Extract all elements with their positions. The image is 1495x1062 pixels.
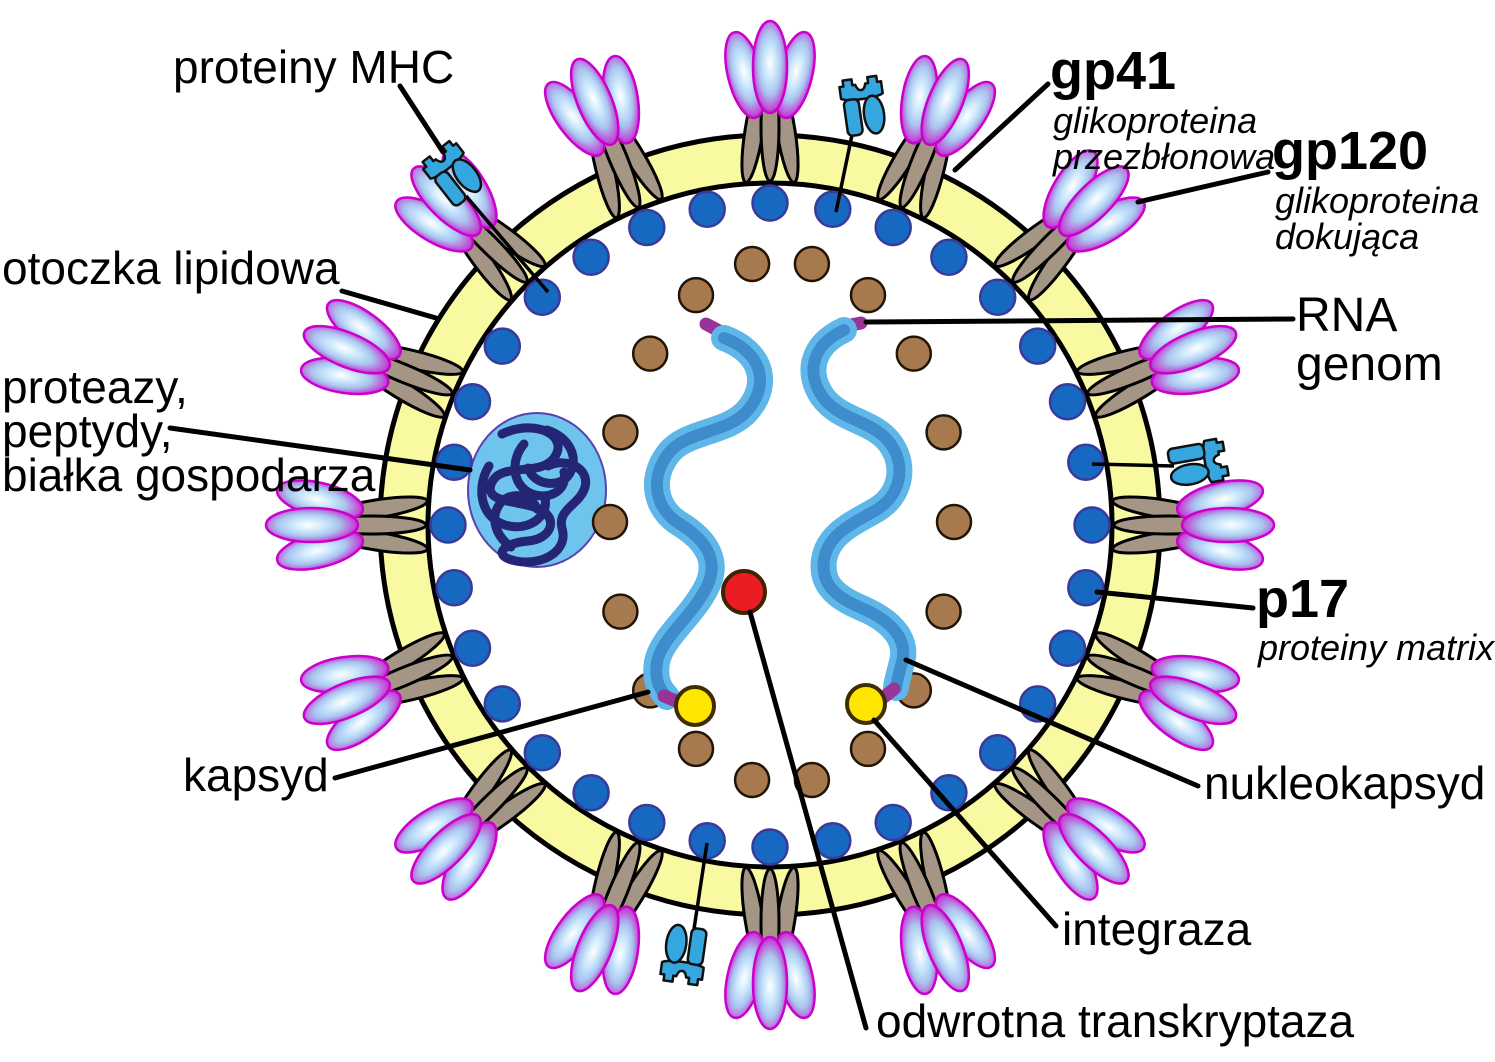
label-matrix-proteins: proteiny matrix — [1258, 627, 1495, 668]
matrix-protein-dot — [435, 443, 473, 481]
matrix-protein-dot — [483, 685, 522, 723]
leader-p17 — [1094, 589, 1256, 611]
mhc-proteins — [418, 74, 1231, 987]
leader-lines — [167, 81, 1296, 1031]
capsid-protein-dot — [631, 335, 669, 372]
label-gp41-sub2: przezbłonowa — [1053, 136, 1276, 177]
matrix-protein-dot — [435, 569, 473, 607]
lipid-envelope — [377, 132, 1163, 918]
leader-host-proteins — [167, 425, 473, 473]
capsid-protein-dot — [591, 503, 629, 541]
leader-envelope — [339, 288, 439, 321]
mhc-protein — [1164, 436, 1231, 491]
matrix-protein-dot — [628, 208, 666, 247]
matrix-protein-dot — [1067, 569, 1105, 607]
matrix-protein-dot — [1048, 629, 1087, 667]
mhc-protein — [837, 74, 890, 139]
label-capsid: kapsyd — [183, 749, 329, 801]
matrix-protein-dot — [688, 822, 726, 860]
label-gp120-sub2: dokująca — [1275, 216, 1420, 257]
label-nucleocapsid: nukleokapsyd — [1204, 757, 1486, 809]
label-peptides: peptydy, — [2, 405, 173, 457]
label-host-proteins: białka gospodarza — [2, 449, 376, 501]
matrix-protein-dot — [1067, 443, 1105, 481]
capsid-protein-dot — [925, 593, 962, 630]
capsid-protein-dot — [733, 761, 771, 799]
leader-nucleocapsid — [903, 657, 1201, 789]
label-gp120: gp120 — [1272, 121, 1429, 181]
label-p17: p17 — [1256, 569, 1350, 629]
capsid-protein-dot — [677, 730, 715, 768]
capsid-protein-dot — [895, 335, 933, 372]
host-protein-blob — [467, 412, 607, 568]
integrase-dot — [845, 683, 887, 725]
capsid-protein-dot — [602, 414, 639, 451]
matrix-protein-dot — [453, 383, 492, 421]
matrix-protein-dot — [429, 506, 467, 544]
matrix-protein-dot — [874, 208, 912, 247]
label-rna-genome: genom — [1296, 338, 1443, 391]
mhc-protein — [658, 922, 711, 987]
protein-tangle-squiggle — [477, 423, 591, 567]
matrix-protein-dot — [930, 773, 968, 812]
capsid-protein-dot — [677, 276, 715, 314]
leader-gp120 — [1135, 169, 1271, 205]
matrix-protein-dot — [1018, 327, 1057, 365]
integrase-dot — [674, 685, 716, 727]
matrix-protein-dot — [572, 773, 610, 812]
matrix-protein-dot — [523, 733, 562, 772]
capsid-protein-dot — [733, 245, 771, 283]
leader-capsid — [332, 689, 651, 781]
capsid-protein-dot — [935, 503, 973, 541]
label-integrase: integraza — [1062, 903, 1252, 955]
label-rna: RNA — [1296, 289, 1398, 342]
matrix-protein-dot — [930, 238, 968, 277]
leader-gp41 — [952, 81, 1051, 173]
capsid-protein-dot — [602, 593, 639, 630]
matrix-protein-dot — [814, 190, 852, 228]
matrix-protein-dot — [628, 803, 666, 842]
matrix-protein-dot — [1048, 383, 1087, 421]
capsid-protein-dot — [925, 414, 962, 451]
matrix-protein-dot — [523, 278, 562, 317]
leader-mhc — [397, 83, 446, 155]
leader-integrase — [871, 717, 1059, 929]
matrix-protein-dot — [978, 278, 1017, 317]
label-proteases: proteazy, — [2, 361, 188, 413]
label-mhc-proteins: proteiny MHC — [173, 41, 455, 93]
matrix-protein-dot — [978, 733, 1017, 772]
leader-reverse-transcriptase — [747, 609, 869, 1031]
capsid-layer — [591, 245, 973, 799]
capsid-protein-dot — [849, 276, 887, 314]
matrix-protein-layer — [429, 184, 1111, 866]
mhc-anchor-stem — [464, 129, 1175, 930]
leader-rna — [863, 316, 1296, 325]
matrix-protein-dot — [688, 190, 726, 228]
matrix-protein-dot — [1073, 506, 1111, 544]
matrix-protein-dot — [751, 828, 789, 866]
matrix-protein-dot — [483, 327, 522, 365]
matrix-protein-dot — [814, 822, 852, 860]
matrix-protein-dot — [751, 184, 789, 222]
matrix-protein-dot — [572, 238, 610, 277]
matrix-protein-dot — [453, 629, 492, 667]
capsid-protein-dot — [849, 730, 887, 768]
label-reverse-transcriptase: odwrotna transkryptaza — [876, 995, 1355, 1047]
label-gp41: gp41 — [1050, 41, 1177, 101]
label-gp41-sub1: glikoproteina — [1053, 100, 1258, 141]
matrix-protein-dot — [874, 803, 912, 842]
capsid-protein-dot — [793, 245, 831, 283]
label-lipid-envelope: otoczka lipidowa — [2, 242, 340, 294]
label-gp120-sub1: glikoproteina — [1275, 180, 1480, 221]
reverse-transcriptase-dot — [721, 569, 767, 615]
